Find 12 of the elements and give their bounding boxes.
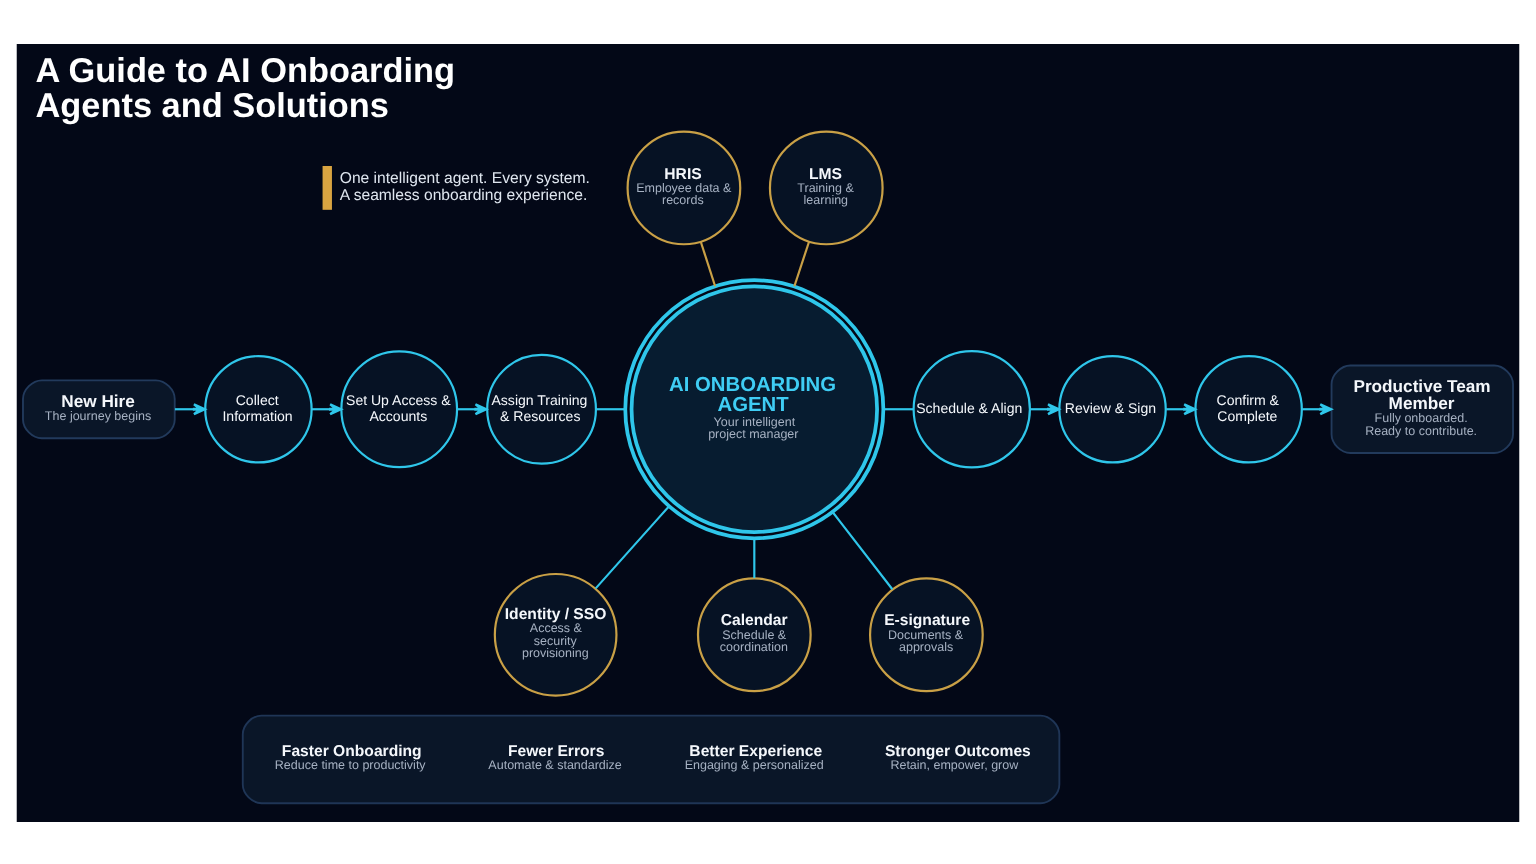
connector xyxy=(594,504,670,589)
connector xyxy=(831,510,894,589)
connector xyxy=(883,407,914,410)
connector xyxy=(753,537,756,578)
arrow xyxy=(174,402,206,415)
connector xyxy=(793,240,811,286)
connector xyxy=(596,407,625,410)
diagram-title: A Guide to AI Onboarding Agents and Solutions xyxy=(35,49,455,124)
connector xyxy=(699,240,717,286)
arrow xyxy=(311,402,343,415)
cluster xyxy=(241,713,1061,804)
label: One intelligent agent. Every system. A seamless onboarding experience. xyxy=(339,168,590,204)
